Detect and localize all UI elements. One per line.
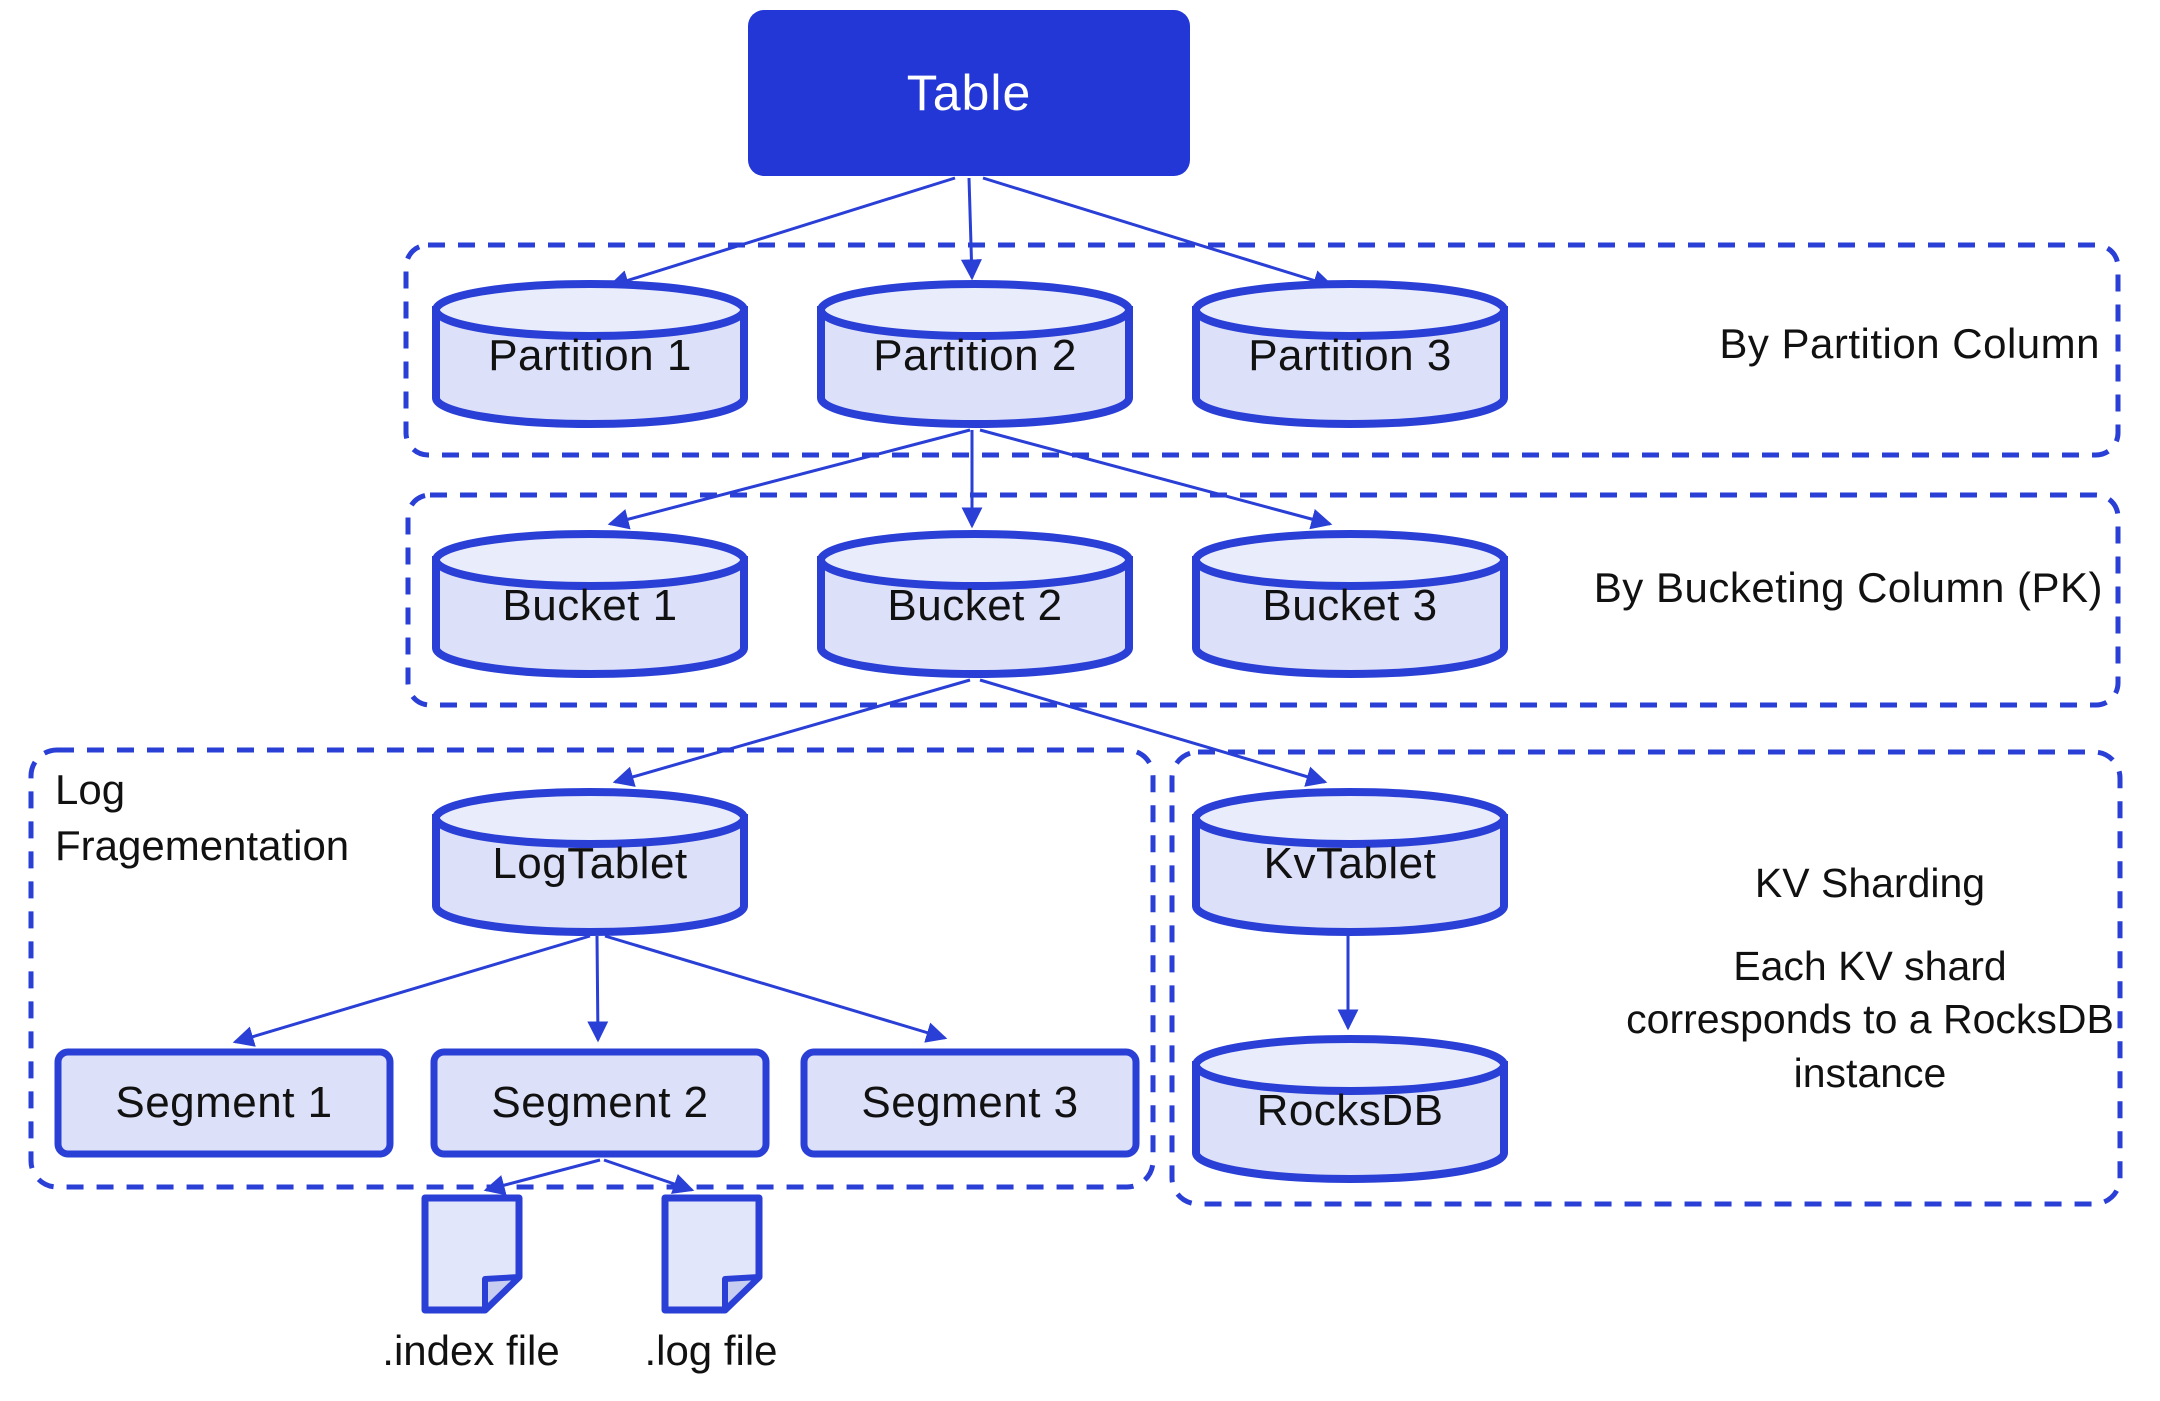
index-file-label: .index file	[382, 1327, 560, 1374]
bucket-1-label: Bucket 1	[502, 581, 678, 630]
table-node-label: Table	[906, 65, 1032, 121]
rocksdb-label: RocksDB	[1256, 1086, 1444, 1135]
arrow-logtablet-segment3	[604, 934, 948, 1043]
arrow-table-partition1	[607, 176, 956, 291]
segment-2-label: Segment 2	[491, 1078, 709, 1127]
bucket-group-caption: By Bucketing Column (PK)	[1593, 564, 2103, 611]
partition-group-box	[403, 242, 2121, 458]
partition-2-label: Partition 2	[873, 331, 1077, 380]
segment-1-label: Segment 1	[115, 1078, 333, 1127]
arrow-bucket2-logtablet	[612, 678, 971, 787]
index-file-icon	[425, 1198, 519, 1310]
arrow-logtablet-segment2	[587, 935, 609, 1043]
arrow-table-partition3	[982, 176, 1335, 291]
kv-group-caption-body: Each KV shard corresponds to a RocksDB i…	[1626, 943, 2114, 1096]
log-group-caption: Log Fragementation	[55, 766, 350, 869]
arrow-bucket2-kvtablet	[979, 678, 1328, 787]
arrow-segment2-log-file	[603, 1158, 695, 1194]
bucket-2-label: Bucket 2	[887, 581, 1063, 630]
arrow-logtablet-segment1	[232, 934, 591, 1047]
arrow-table-partition2	[960, 177, 982, 281]
partition-1-label: Partition 1	[488, 331, 692, 380]
kv-group-caption-title: KV Sharding	[1754, 859, 1986, 906]
arrow-partition2-bucket3	[979, 428, 1333, 530]
log-file-icon	[665, 1198, 759, 1310]
kvtablet-label: KvTablet	[1263, 839, 1437, 888]
log-fragmentation-group-box	[28, 747, 1156, 1190]
bucket-group-box	[405, 492, 2121, 708]
bucket-3-label: Bucket 3	[1262, 581, 1438, 630]
arrow-partition2-bucket1	[607, 428, 971, 530]
partition-group-caption: By Partition Column	[1719, 320, 2100, 367]
partition-3-label: Partition 3	[1248, 331, 1452, 380]
log-file-label: .log file	[644, 1327, 778, 1374]
table-node: Table	[748, 10, 1190, 176]
arrow-segment2-index-file	[483, 1158, 601, 1196]
segment-3-label: Segment 3	[861, 1078, 1079, 1127]
logtablet-label: LogTablet	[492, 839, 688, 888]
